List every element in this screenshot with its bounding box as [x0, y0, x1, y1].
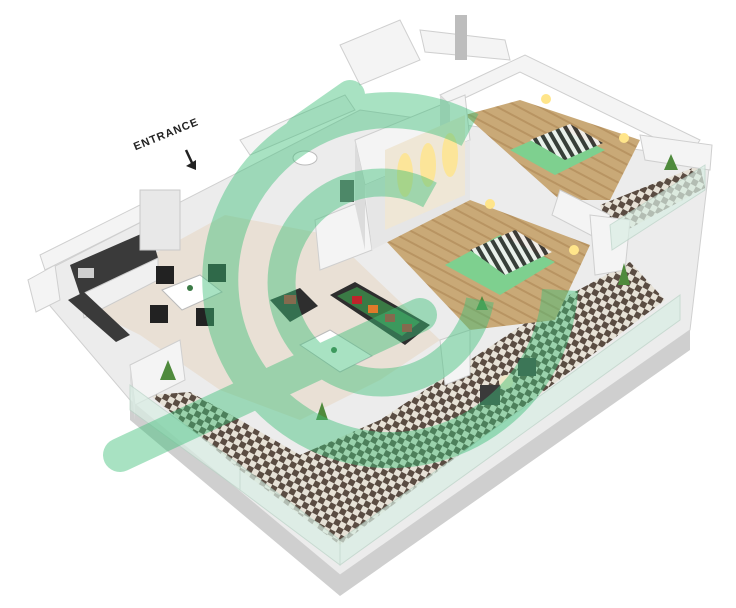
- arrow-down-icon: [184, 149, 196, 170]
- balcony-floor: [150, 262, 665, 545]
- dining-set: [150, 264, 226, 326]
- glass-railing: [129, 164, 706, 566]
- bed-2: [445, 199, 579, 295]
- bed-1: [510, 94, 629, 175]
- living-sofas: [270, 282, 430, 373]
- balcony-furniture: [480, 358, 536, 405]
- building-base-side: [130, 330, 690, 596]
- logo-watermark: [103, 80, 578, 472]
- bathroom: [292, 15, 467, 202]
- kitchen: [68, 189, 181, 342]
- plants: [160, 154, 678, 420]
- wardrobe: [385, 115, 465, 230]
